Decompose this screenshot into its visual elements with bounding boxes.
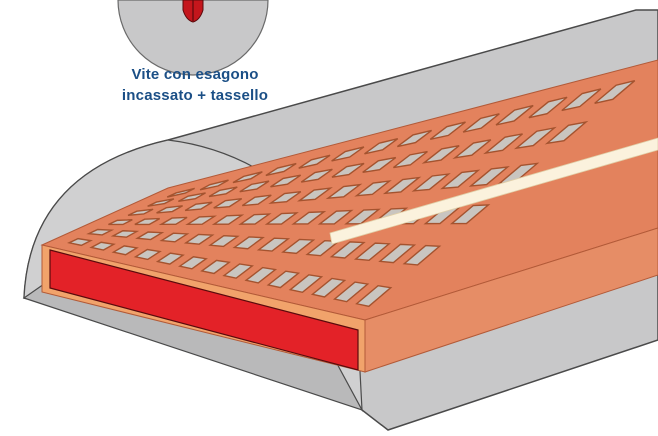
- board-hole: [528, 96, 568, 119]
- board-hole: [353, 242, 391, 262]
- board-hole: [241, 194, 272, 207]
- board-hole: [462, 113, 500, 133]
- board-hole: [298, 154, 331, 169]
- board-hole: [156, 205, 183, 214]
- board-hole: [364, 137, 399, 155]
- board-hole: [495, 104, 534, 126]
- board-hole: [147, 198, 175, 207]
- board-hole: [396, 129, 433, 148]
- board-hole: [402, 244, 442, 266]
- board-hole: [355, 284, 393, 308]
- board-hole: [238, 213, 272, 225]
- caption-line-2: incassato + tassello: [121, 87, 269, 104]
- board-hole: [239, 180, 270, 193]
- board-holes: [67, 79, 636, 308]
- board-hole: [561, 88, 602, 112]
- board-hole: [310, 277, 347, 298]
- board-hole: [288, 274, 324, 294]
- board-red-edge: [49, 249, 359, 371]
- board-hole: [296, 187, 333, 202]
- board-hole: [108, 219, 133, 226]
- board-hole: [155, 252, 185, 265]
- board-hole: [159, 232, 190, 243]
- board-hole: [270, 174, 302, 188]
- board-hole: [291, 210, 327, 225]
- board-hole: [178, 192, 206, 203]
- board-hole: [468, 166, 510, 187]
- board-hole: [331, 162, 365, 178]
- board-hole: [265, 162, 297, 177]
- board-hole: [184, 201, 213, 212]
- board-hole: [300, 168, 333, 183]
- board-hole: [317, 209, 354, 225]
- board-hole: [393, 150, 428, 169]
- board-hole: [421, 145, 460, 164]
- board-hole: [127, 208, 154, 217]
- board-hole: [178, 256, 208, 270]
- board-hole: [158, 216, 188, 226]
- caption-line-1: Vite con esagono: [131, 66, 259, 83]
- board-hole: [111, 245, 139, 256]
- board-hole: [134, 217, 161, 226]
- board-hole: [199, 179, 229, 191]
- board-hole: [213, 198, 243, 209]
- board-hole: [256, 237, 291, 252]
- board-hole: [211, 214, 245, 225]
- board-hole: [354, 180, 392, 197]
- board-hole: [222, 263, 255, 279]
- board-hole: [329, 241, 366, 259]
- board-hole: [264, 212, 299, 225]
- board-hole: [325, 183, 363, 200]
- board-hole: [378, 243, 417, 264]
- board-hole: [244, 266, 278, 284]
- board-hole: [166, 187, 195, 198]
- board-hole: [411, 173, 451, 192]
- light-strip: [329, 137, 658, 245]
- board-hole: [332, 281, 370, 303]
- board-hole: [208, 186, 238, 198]
- screw-badge-icon: [117, 0, 269, 76]
- board-hole: [86, 228, 115, 236]
- board-hole: [67, 237, 93, 247]
- board-hole: [440, 169, 481, 190]
- board-hole: [268, 190, 302, 205]
- board-hole: [362, 156, 397, 174]
- board-hole: [331, 146, 365, 162]
- board-hole: [232, 236, 265, 250]
- board-hole: [135, 231, 165, 241]
- board-hole: [452, 139, 492, 159]
- board-hole: [232, 171, 263, 184]
- board-hole: [382, 176, 422, 195]
- board-hole: [208, 234, 240, 248]
- board-hole: [429, 121, 466, 141]
- board-hole: [110, 230, 140, 238]
- board-hole: [513, 126, 557, 150]
- led-board: [40, 59, 658, 373]
- board-hole: [483, 133, 523, 155]
- board-hole: [449, 204, 491, 225]
- board-hole: [594, 79, 636, 104]
- board-hole: [185, 215, 217, 225]
- board-hole: [266, 270, 301, 289]
- board-hole: [200, 259, 231, 275]
- board-hole: [183, 233, 215, 245]
- board-hole: [344, 208, 381, 225]
- board-hole: [89, 241, 116, 251]
- mounting-caption: Vite con esagono incassato + tassello: [95, 64, 295, 106]
- board-hole: [544, 120, 589, 145]
- board-hole: [133, 248, 162, 261]
- board-hole: [281, 238, 316, 255]
